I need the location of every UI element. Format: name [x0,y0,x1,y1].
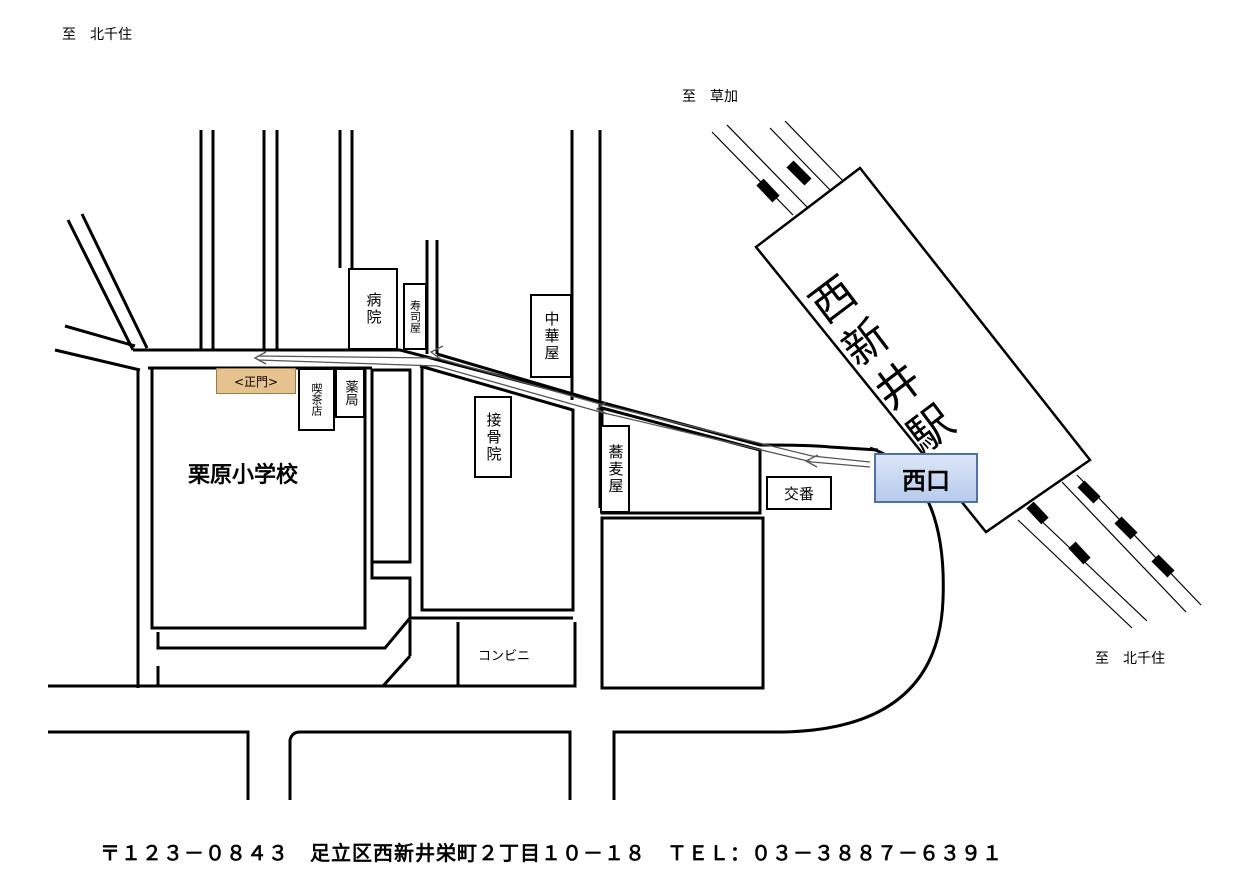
road-edge [66,219,135,351]
address-footer: 〒１２３－０８４３ 足立区西新井栄町２丁目１０－１８ ＴＥＬ：０３－３８８７－６… [100,841,1003,865]
hospital-label: 病院 [364,292,383,326]
road-edge [370,368,412,564]
rail [1061,481,1187,613]
landmark-police-box: 交番 [766,476,832,510]
road-edge [48,730,250,800]
landmark-cafe: 喫茶店 [298,368,335,431]
route-line [257,355,871,463]
rail-tie [1077,480,1101,504]
direction-label-kitasenju-top: 至 北千住 [62,27,132,43]
station-building [754,166,1092,534]
road-edge [80,213,149,349]
road-edge [600,516,765,690]
rail [769,127,833,193]
route-arrowhead [804,454,819,468]
railway [711,120,1202,629]
landmark-sushi: 寿司屋 [403,283,427,350]
landmark-bonesetter: 接骨院 [474,396,512,478]
landmark-hospital: 病院 [348,268,398,350]
rail [1032,512,1148,622]
bonesetter-label: 接骨院 [484,411,503,463]
rail-tie [756,178,780,203]
rail [726,124,809,209]
rail-tie [1114,516,1138,540]
road-edge [436,352,601,404]
landmark-convenience-store: コンビニ [478,649,531,664]
road-edge [156,562,412,650]
rail-tie [1151,554,1175,578]
rail-tie [786,160,812,186]
landmark-chinese-restaurant: 中華屋 [530,294,572,378]
rail-tie [1026,501,1049,525]
road-edge [64,324,136,348]
route-arrowhead [429,345,444,361]
sushi-label: 寿司屋 [408,300,422,333]
rail-tie [1068,541,1091,565]
road-edge [419,364,575,612]
school-name: 栗原小学校 [188,463,299,488]
soba-label: 蕎麦屋 [606,443,625,495]
landmark-soba: 蕎麦屋 [600,425,630,513]
school-main-gate: <正門> [216,368,296,394]
road-edge [288,730,572,800]
route-line [257,359,871,468]
cafe-label: 喫茶店 [310,383,323,416]
road-edge [156,654,412,688]
police-box-label: 交番 [783,484,814,503]
rail [711,131,794,216]
rail [784,120,848,186]
direction-label-soka: 至 草加 [682,89,738,105]
west-exit-label: 西口 [874,453,978,503]
landmark-pharmacy: 薬局 [335,368,365,418]
route-arrowhead [595,401,608,415]
pharmacy-label: 薬局 [342,380,358,406]
road-edge [150,368,367,630]
direction-label-kitasenju-bottom: 至 北千住 [1095,651,1165,667]
chinese-restaurant-label: 中華屋 [542,310,561,362]
rail [1017,519,1133,629]
road-edge [54,348,141,372]
route-arrowhead [253,351,267,365]
